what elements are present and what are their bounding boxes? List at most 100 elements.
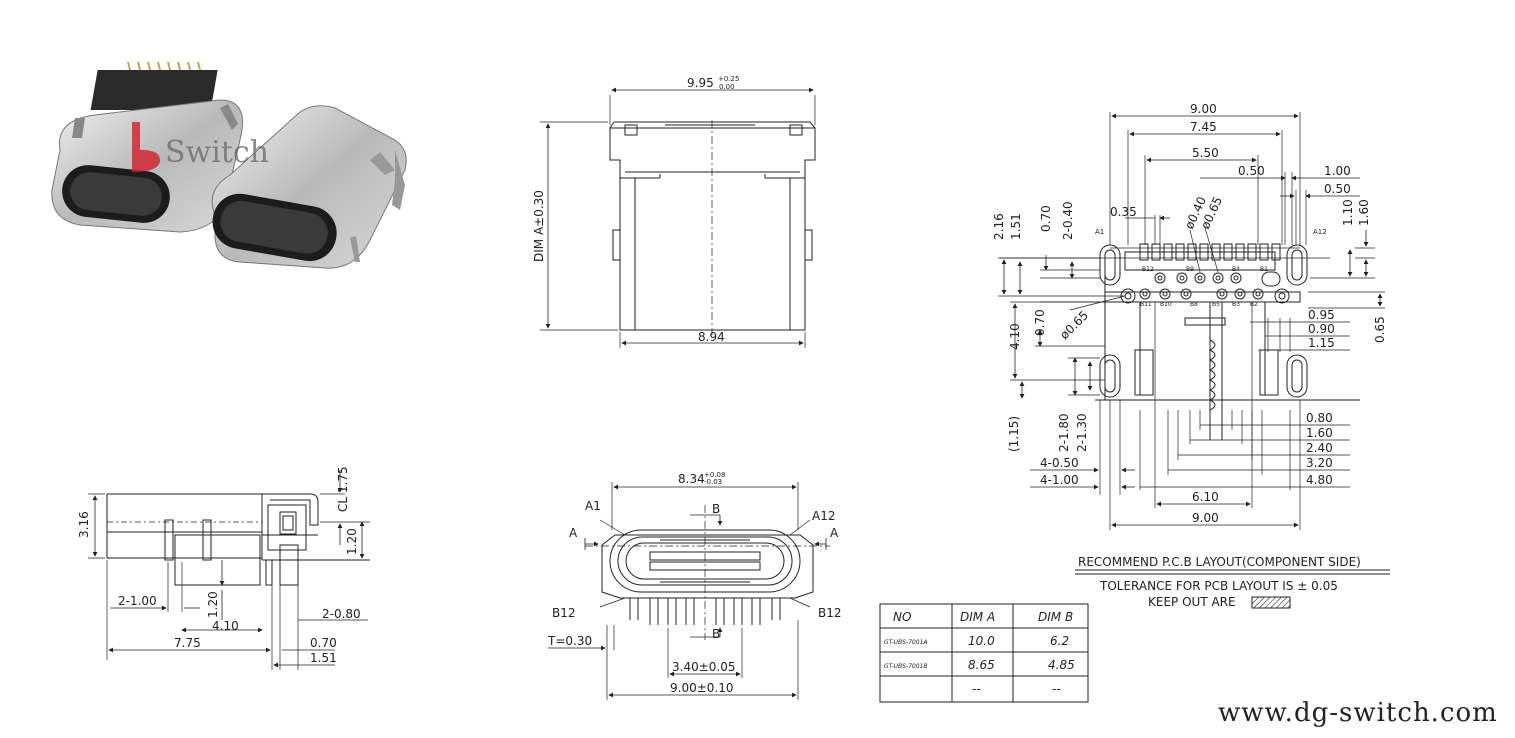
pcb-dim-065-right: 0.65 bbox=[1373, 316, 1387, 343]
side-view-span-410: 4.10 bbox=[212, 619, 239, 633]
pcb-dim-745: 7.45 bbox=[1190, 120, 1217, 134]
pcb-pin-b12: B12 bbox=[1142, 266, 1154, 273]
pcb-keepout-note: KEEP OUT ARE bbox=[1148, 595, 1236, 609]
side-view-pin-height: 1.20 bbox=[206, 591, 220, 618]
pcb-pin-b5: B5 bbox=[1212, 301, 1220, 308]
pcb-dim-160: 1.60 bbox=[1357, 199, 1371, 226]
front-view-top-dim: 8.34 bbox=[678, 472, 705, 486]
front-view-thickness: T=0.30 bbox=[547, 634, 592, 648]
pcb-dim-4-100: 4-1.00 bbox=[1040, 473, 1079, 487]
front-view-label-a12: A12 bbox=[812, 509, 835, 523]
side-view-right-height: 1.20 bbox=[345, 528, 359, 555]
pcb-dim-550: 5.50 bbox=[1192, 146, 1219, 160]
pcb-layout-title: RECOMMEND P.C.B LAYOUT(COMPONENT SIDE) bbox=[1078, 555, 1361, 569]
pcb-holes bbox=[1120, 271, 1290, 304]
logo-text: Switch bbox=[165, 135, 269, 170]
pcb-pin-b11: B11 bbox=[1140, 301, 1152, 308]
pcb-dim-070-lower: 0.70 bbox=[1033, 309, 1047, 336]
pcb-tolerance-note: TOLERANCE FOR PCB LAYOUT IS ± 0.05 bbox=[1099, 579, 1338, 593]
side-view-pin-width: 2-0.80 bbox=[322, 607, 361, 621]
logo-watermark: Switch bbox=[132, 122, 269, 172]
dimension-table bbox=[879, 603, 1089, 703]
front-view-label-a1: A1 bbox=[585, 499, 601, 513]
table-header-dim-a: DIM A bbox=[960, 610, 995, 624]
pcb-dim-610: 6.10 bbox=[1192, 490, 1219, 504]
pcb-top-pads bbox=[1139, 243, 1281, 261]
pcb-dim-216: 2.16 bbox=[992, 213, 1006, 240]
table-header-no: NO bbox=[893, 610, 911, 624]
front-view-label-a-left: A bbox=[569, 526, 578, 540]
pcb-pin-b8: B8 bbox=[1190, 301, 1198, 308]
side-view-pin-pitch: 2-1.00 bbox=[118, 594, 157, 608]
pcb-label-a12: A12 bbox=[1313, 228, 1327, 236]
pcb-dim-090: 0.90 bbox=[1308, 322, 1335, 336]
pcb-dim-100: 1.00 bbox=[1324, 164, 1351, 178]
pcb-dim-035: 0.35 bbox=[1110, 205, 1137, 219]
side-view-cl-dim: CL 1.75 bbox=[336, 466, 350, 512]
front-view-label-b12-left: B12 bbox=[552, 606, 576, 620]
side-view bbox=[88, 470, 370, 670]
pcb-dim-2-130: 2-1.30 bbox=[1075, 413, 1089, 452]
pcb-dim-240: 2.40 bbox=[1306, 441, 1333, 455]
pcb-dim-070: 0.70 bbox=[1039, 205, 1053, 232]
table-row-3-dim-a: -- bbox=[972, 682, 981, 696]
pcb-pin-b9: B9 bbox=[1186, 266, 1194, 273]
pcb-layout bbox=[998, 112, 1390, 609]
table-row-2-dim-a: 8.65 bbox=[968, 658, 995, 672]
table-row-1-dim-a: 10.0 bbox=[968, 634, 995, 648]
table-row-2-no: GT-UBS-7001B bbox=[884, 663, 928, 670]
top-view-width-tol-lower: 0.00 bbox=[719, 83, 735, 91]
front-view bbox=[548, 482, 830, 700]
pcb-dim-065-hole: ø0.65 bbox=[1057, 308, 1091, 342]
pcb-dim-095: 0.95 bbox=[1308, 308, 1335, 322]
top-view-bottom-dim: 8.94 bbox=[698, 330, 725, 344]
pcb-dim-410: 4.10 bbox=[1008, 323, 1022, 350]
side-view-dim-070: 0.70 bbox=[310, 636, 337, 650]
pcb-pin-b4: B4 bbox=[1232, 266, 1240, 273]
pcb-dim-050-b: 0.50 bbox=[1324, 182, 1351, 196]
front-view-label-b-bottom: B bbox=[712, 627, 720, 641]
front-view-pin-span: 3.40±0.05 bbox=[672, 660, 736, 674]
table-row-1-dim-b: 6.2 bbox=[1050, 634, 1069, 648]
front-view-bottom-width: 9.00±0.10 bbox=[670, 681, 734, 695]
connector-photo-front bbox=[211, 105, 407, 269]
pcb-dim-480: 4.80 bbox=[1306, 473, 1333, 487]
top-view-width-tol-upper: +0.25 bbox=[718, 75, 739, 83]
table-row-3-dim-b: -- bbox=[1052, 682, 1061, 696]
table-row-1-no: GT-UBS-7001A bbox=[884, 639, 927, 646]
pcb-dim-110: 1.10 bbox=[1341, 199, 1355, 226]
pcb-dim-080: 0.80 bbox=[1306, 411, 1333, 425]
front-view-pins bbox=[629, 598, 781, 625]
pcb-dim-320: 3.20 bbox=[1306, 456, 1333, 470]
front-view-top-tol-upper: +0.08 bbox=[704, 471, 725, 479]
pcb-dim-2-040: 2-0.40 bbox=[1061, 201, 1075, 240]
table-header-dim-b: DIM B bbox=[1038, 610, 1073, 624]
pcb-dim-151: 1.51 bbox=[1009, 213, 1023, 240]
pcb-dim-4-050: 4-0.50 bbox=[1040, 456, 1079, 470]
top-view-height-dim: DIM A±0.30 bbox=[532, 190, 546, 262]
pcb-dim-160-lower: 1.60 bbox=[1306, 426, 1333, 440]
side-view-dim-151: 1.51 bbox=[310, 651, 337, 665]
pcb-dim-050-a: 0.50 bbox=[1238, 164, 1265, 178]
pcb-dim-115-paren: (1.15) bbox=[1007, 416, 1021, 452]
side-view-height-dim: 3.16 bbox=[77, 511, 91, 538]
table-row-2-dim-b: 4.85 bbox=[1048, 658, 1075, 672]
top-view-width-dim: 9.95 bbox=[687, 76, 714, 90]
pcb-dim-900-bottom: 9.00 bbox=[1192, 511, 1219, 525]
pcb-dim-2-180: 2-1.80 bbox=[1057, 413, 1071, 452]
front-view-label-b12-right: B12 bbox=[818, 606, 842, 620]
front-view-label-b-top: B bbox=[712, 502, 720, 516]
pcb-label-a1: A1 bbox=[1095, 228, 1104, 236]
top-view bbox=[540, 87, 816, 348]
product-photo: Switch bbox=[51, 61, 407, 269]
front-view-label-a-right: A bbox=[830, 526, 839, 540]
side-view-length: 7.75 bbox=[174, 636, 201, 650]
pcb-pin-b2: B2 bbox=[1250, 301, 1258, 308]
website-url: www.dg-switch.com bbox=[1218, 698, 1498, 728]
pcb-dim-900-top: 9.00 bbox=[1190, 102, 1217, 116]
pcb-pin-b10: B10 bbox=[1160, 301, 1172, 308]
pcb-pin-b1: B1 bbox=[1260, 266, 1268, 273]
front-view-top-tol-lower: -0.03 bbox=[704, 478, 722, 486]
pcb-dim-115: 1.15 bbox=[1308, 336, 1335, 350]
